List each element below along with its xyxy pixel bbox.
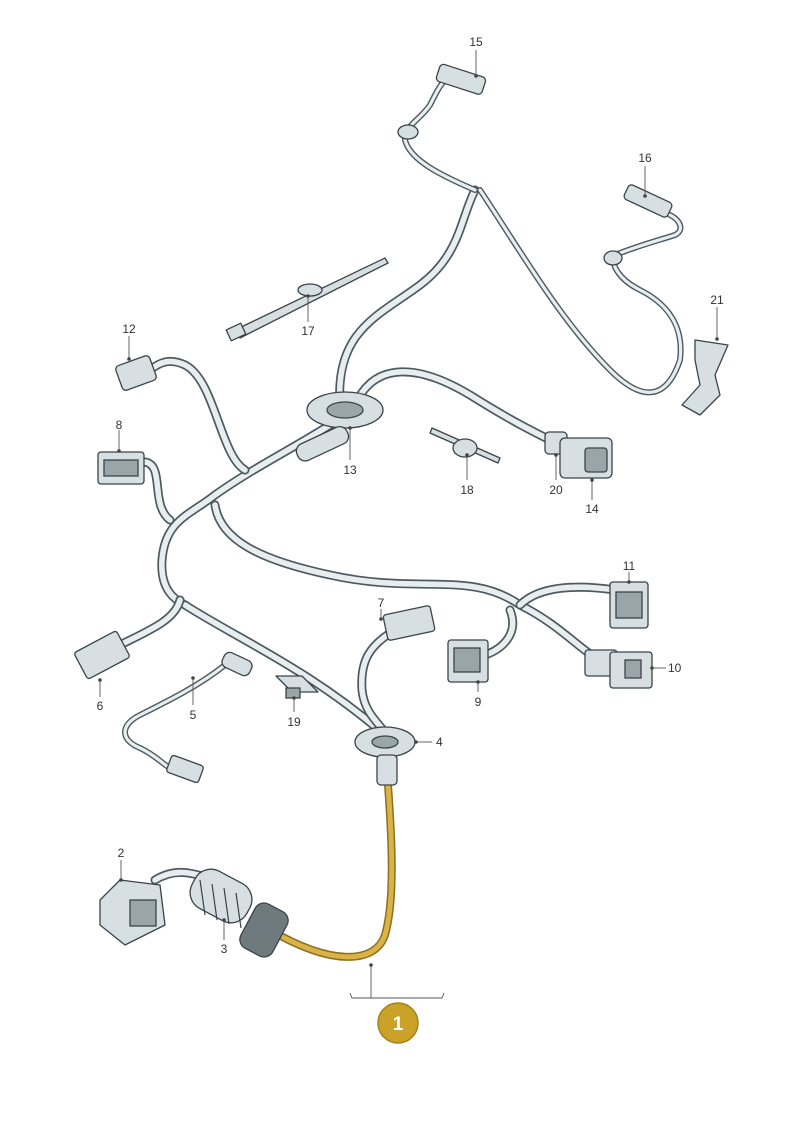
- cable-tie-17: [225, 257, 389, 342]
- connector-12: [115, 355, 157, 391]
- connector-8: [97, 451, 145, 485]
- connector-9: [447, 639, 489, 683]
- harness-wires: [115, 185, 620, 740]
- sensor-leads: [122, 77, 684, 771]
- callout-5: 5: [190, 708, 197, 722]
- holder-18: [429, 427, 501, 464]
- callout-labels: 15 16 21 17 12 8 13 18 20 14: [97, 35, 724, 1044]
- callout-7: 7: [378, 596, 385, 610]
- connector-14-20: [544, 431, 613, 479]
- connector-10: [584, 649, 653, 689]
- callout-21: 21: [710, 293, 724, 307]
- connector-2: [99, 879, 166, 946]
- bellows-seal-3: [189, 868, 289, 958]
- callout-12: 12: [122, 322, 136, 336]
- callout-2: 2: [118, 846, 125, 860]
- connector-7: [382, 605, 436, 641]
- connector-6: [74, 630, 130, 680]
- grommet-13: [295, 391, 384, 462]
- item-1-badge: 1: [377, 1002, 419, 1044]
- connector-11: [609, 581, 649, 629]
- callout-13: 13: [343, 463, 357, 477]
- callout-4: 4: [436, 735, 443, 749]
- callout-20: 20: [549, 483, 563, 497]
- callout-8: 8: [116, 418, 123, 432]
- callout-6: 6: [97, 699, 104, 713]
- sensor-connector-16: [603, 184, 673, 266]
- callout-18: 18: [460, 483, 474, 497]
- callout-14: 14: [585, 502, 599, 516]
- callout-17: 17: [301, 324, 315, 338]
- bracket-21: [681, 339, 729, 416]
- callout-9: 9: [475, 695, 482, 709]
- callout-15: 15: [469, 35, 483, 49]
- callout-1: 1: [393, 1014, 404, 1035]
- callout-16: 16: [638, 151, 652, 165]
- sensor-connector-15: [397, 63, 487, 140]
- callout-10: 10: [668, 661, 682, 675]
- callout-3: 3: [221, 942, 228, 956]
- sensor-5: [166, 651, 253, 784]
- callout-19: 19: [287, 715, 301, 729]
- callout-11: 11: [623, 559, 636, 573]
- grommet-4: [354, 726, 416, 786]
